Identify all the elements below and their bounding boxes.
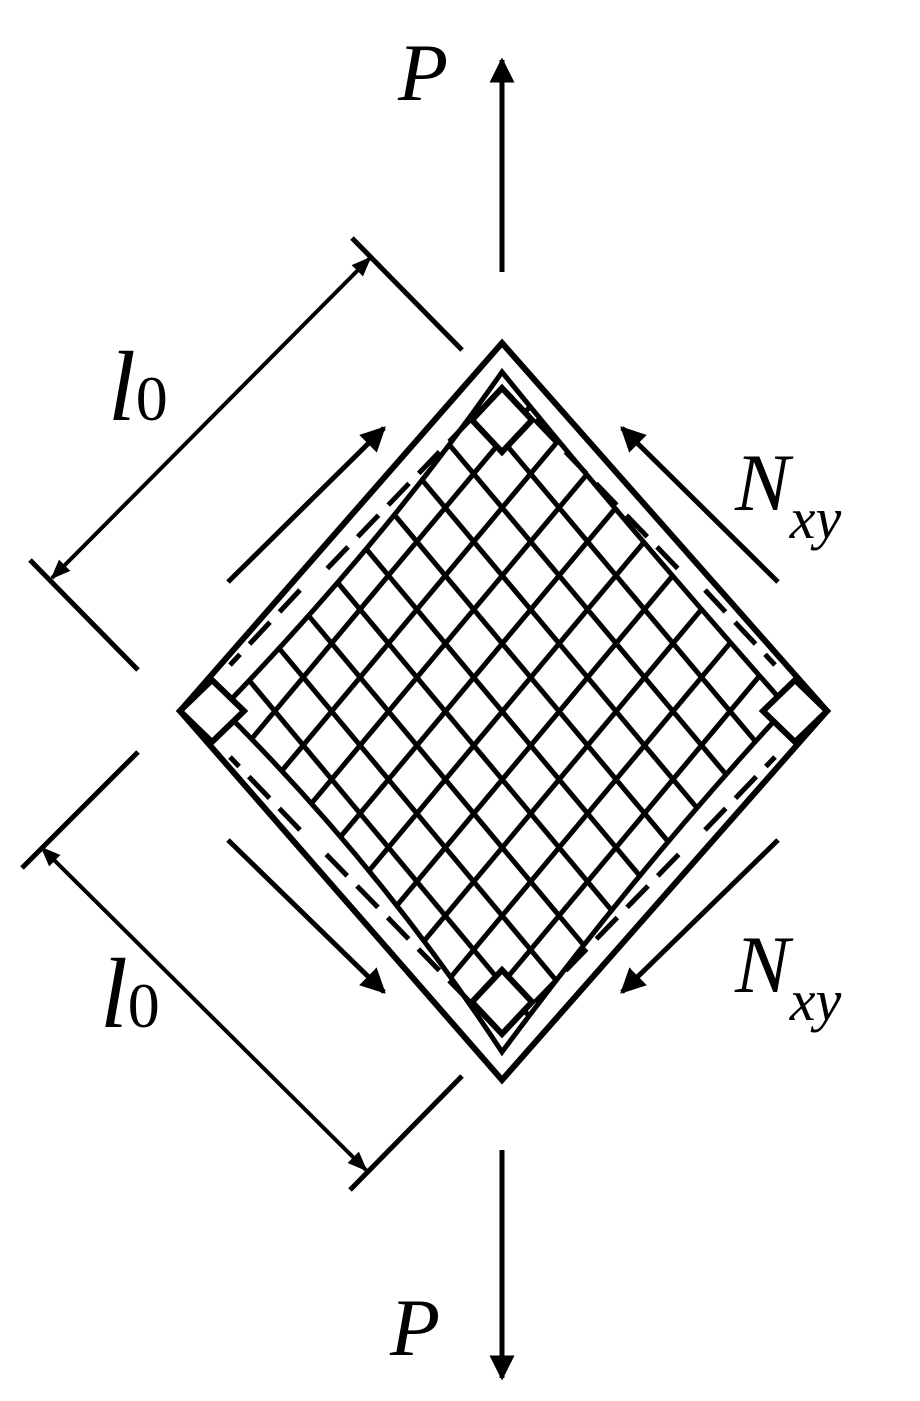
shear-arrow-upper-right [620,426,780,584]
load-label-top: P [397,27,448,118]
length-label-upper-base: l [108,331,136,442]
corner-square-bottom [467,965,537,1039]
grid-line [386,573,675,918]
corner-square-top [467,383,537,457]
load-label-bottom: P [389,1282,440,1373]
shear-label-upper: Nxy [734,437,841,551]
grid-line [443,641,732,986]
dimension-line-upper [50,256,372,580]
length-label-lower-base: l [100,938,128,1049]
shear-label-lower-sub: xy [789,968,842,1033]
shear-label-lower: Nxy [734,919,841,1033]
length-label-upper: l0 [108,331,168,442]
outer-panel-outline [176,338,832,1085]
grid-line [386,505,675,850]
shear-label-upper-sub: xy [789,486,842,551]
length-label-lower: l0 [100,938,160,1049]
shear-label-upper-base: N [734,437,794,528]
corner-square-left [175,675,249,747]
length-label-lower-sub: 0 [128,970,160,1041]
deformed-panel-boundary [218,367,791,1057]
corner-square-right [758,675,832,747]
grid-line [358,539,647,884]
panel-grid [244,404,761,1020]
shear-arrow-lower-right [620,838,780,994]
dimension-line-lower [40,846,368,1172]
grid-line [443,438,732,781]
grid-line [414,472,704,815]
grid-line [471,404,761,747]
grid-line [471,675,761,1020]
shear-label-lower-base: N [734,919,794,1010]
grid-line [414,607,704,952]
corner-squares [175,383,832,1039]
length-label-upper-sub: 0 [136,363,168,434]
